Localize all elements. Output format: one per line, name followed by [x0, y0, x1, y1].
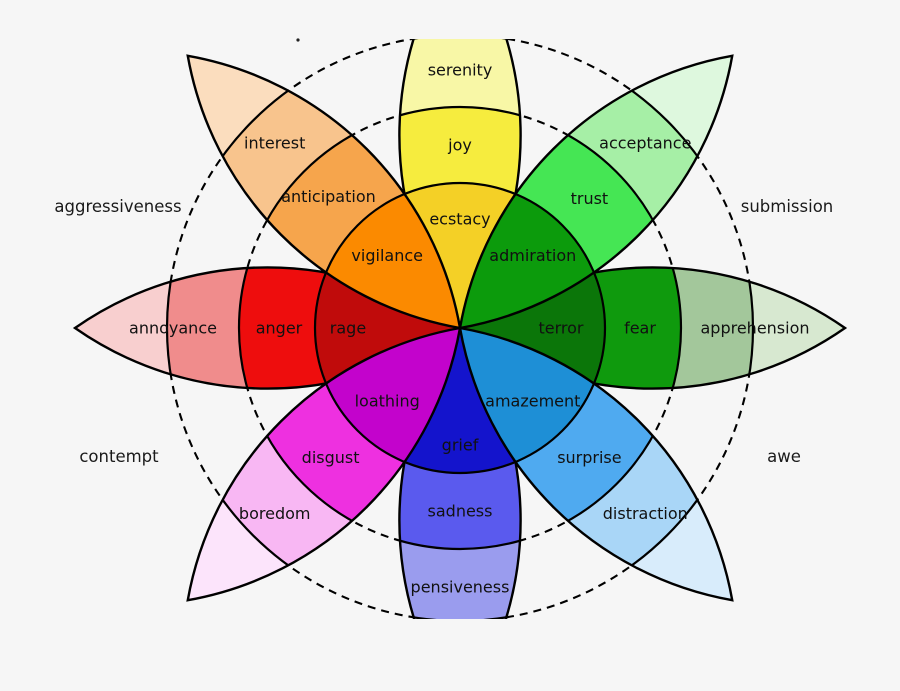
segment-joy	[399, 105, 521, 328]
dyad-label-contempt: contempt	[79, 447, 159, 466]
emotion-label-anticipation: anticipation	[281, 187, 376, 206]
emotion-label-apprehension: apprehension	[700, 319, 809, 338]
segment-grief	[399, 328, 521, 475]
petal-anticipation	[165, 39, 503, 371]
emotion-label-surprise: surprise	[557, 448, 621, 467]
emotion-label-fear: fear	[624, 319, 656, 338]
emotion-label-annoyance: annoyance	[129, 319, 217, 338]
segment-apprehension	[460, 267, 755, 389]
segment-anger	[237, 267, 460, 389]
emotion-label-ecstacy: ecstacy	[429, 210, 490, 229]
segment-fear	[460, 267, 683, 389]
emotion-label-trust: trust	[571, 189, 609, 208]
emotion-label-serenity: serenity	[428, 61, 493, 80]
emotion-label-sadness: sadness	[428, 502, 493, 521]
emotion-label-anger: anger	[256, 319, 303, 338]
emotion-label-loathing: loathing	[355, 391, 420, 410]
segment-sadness	[399, 328, 521, 551]
dyad-label-aggressiveness: aggressiveness	[54, 197, 181, 216]
emotion-label-distraction: distraction	[603, 504, 688, 523]
petal-disgust-outline	[186, 326, 462, 602]
emotion-label-joy: joy	[447, 136, 472, 155]
petal-trust-outline	[458, 54, 734, 330]
segment-annoyance	[165, 267, 460, 389]
segment-rage	[313, 267, 460, 389]
emotion-label-amazement: amazement	[485, 391, 580, 410]
emotion-label-vigilance: vigilance	[351, 246, 423, 265]
emotion-label-interest: interest	[244, 133, 305, 152]
emotion-label-disgust: disgust	[302, 448, 360, 467]
petal-anticipation-outline	[186, 54, 462, 330]
petal-surprise-outline	[458, 326, 734, 602]
dyad-label-submission: submission	[741, 197, 834, 216]
labels-group: ecstacy joy serenity admiration trust accepta…	[54, 61, 833, 597]
emotion-label-grief: grief	[442, 436, 479, 455]
emotion-label-admiration: admiration	[489, 246, 576, 265]
emotion-label-terror: terror	[538, 319, 583, 338]
stray-dot-artifact	[296, 38, 300, 42]
emotion-label-acceptance: acceptance	[599, 133, 691, 152]
emotion-label-boredom: boredom	[239, 504, 311, 523]
dyad-label-awe: awe	[767, 447, 801, 466]
segment-ecstacy	[399, 181, 521, 328]
emotion-label-pensiveness: pensiveness	[411, 578, 510, 597]
segment-terror	[460, 267, 607, 389]
emotion-label-rage: rage	[330, 319, 366, 338]
